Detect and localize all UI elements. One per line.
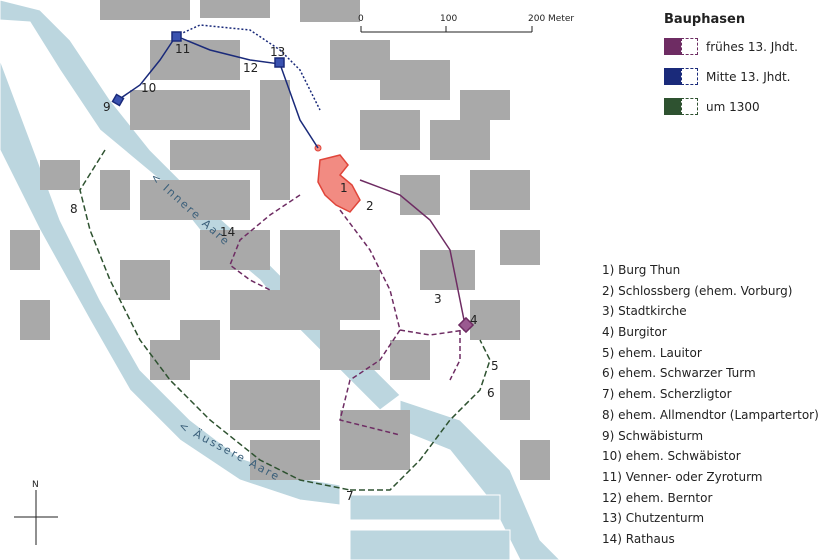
- walls-mid-13th-century: [111, 24, 321, 149]
- map-number-labels: 1 2 3 4 5 6 7 8 9 10 11 12 13 14: [70, 42, 499, 503]
- legend-label-early-13th: frühes 13. Jhdt.: [706, 39, 798, 54]
- walls-around-1300: [79, 149, 491, 491]
- site-list-item: 3) Stadtkirche: [602, 304, 687, 319]
- map-label-12: 12: [243, 61, 258, 75]
- map-label-13: 13: [270, 45, 285, 59]
- aare-lower-reach: [349, 529, 511, 560]
- site-list-item: 4) Burgitor: [602, 325, 667, 340]
- map-label-5: 5: [491, 359, 499, 373]
- burg-thun-castle: [314, 144, 361, 213]
- site-list: 1) Burg Thun 2) Schlossberg (ehem. Vorbu…: [602, 260, 838, 550]
- scale-tick-0: 0: [358, 14, 364, 24]
- map-label-9: 9: [103, 100, 111, 114]
- aare-south-basin: [349, 494, 501, 521]
- map-label-7: 7: [346, 489, 354, 503]
- map-label-2: 2: [366, 199, 374, 213]
- map-label-4: 4: [470, 313, 478, 327]
- legend-swatch-early-13th: [664, 38, 698, 55]
- site-list-item: 8) ehem. Allmendtor (Lampartertor): [602, 407, 819, 422]
- map-label-3: 3: [434, 292, 442, 306]
- legend-swatch-mid-13th: [664, 68, 698, 85]
- map-label-6: 6: [487, 386, 495, 400]
- site-list-item: 6) ehem. Schwarzer Turm: [602, 366, 756, 381]
- legend-swatch-1300: [664, 98, 698, 115]
- site-list-item: 14) Rathaus: [602, 531, 675, 546]
- legend: Bauphasen frühes 13. Jhdt. Mitte 13. Jhd…: [664, 12, 834, 127]
- site-list-item: 2) Schlossberg (ehem. Vorburg): [602, 283, 793, 298]
- scale-bar: 0 100 200 Meter: [358, 14, 574, 33]
- north-label: N: [32, 480, 39, 490]
- outer-aare-river: [0, 59, 341, 506]
- legend-label-1300: um 1300: [706, 99, 760, 114]
- map-label-1: 1: [340, 181, 348, 195]
- scale-tick-100: 100: [440, 14, 457, 24]
- site-list-item: 1) Burg Thun: [602, 263, 681, 277]
- legend-item-1300: um 1300: [664, 97, 834, 116]
- buildings: [10, 0, 550, 480]
- legend-title: Bauphasen: [664, 12, 746, 27]
- site-list-item: 12) ehem. Berntor: [602, 490, 713, 505]
- scale-tick-200: 200 Meter: [528, 14, 574, 24]
- site-list-item: 11) Venner- oder Zyroturm: [602, 469, 763, 484]
- site-list-item: 13) Chutzenturm: [602, 511, 705, 526]
- legend-label-mid-13th: Mitte 13. Jhdt.: [706, 69, 791, 84]
- site-list-item: 9) Schwäbisturm: [602, 428, 704, 443]
- walls-early-13th-century: [229, 179, 475, 436]
- legend-item-early-13th: frühes 13. Jhdt.: [664, 37, 834, 56]
- site-list-item: 10) ehem. Schwäbistor: [602, 449, 741, 464]
- site-list-item: 7) ehem. Scherzligtor: [602, 387, 732, 402]
- map-label-14: 14: [220, 225, 235, 239]
- north-arrow: N: [14, 480, 58, 545]
- map-label-10: 10: [141, 81, 156, 95]
- legend-item-mid-13th: Mitte 13. Jhdt.: [664, 67, 834, 86]
- map-label-8: 8: [70, 202, 78, 216]
- map-label-11: 11: [175, 42, 190, 56]
- site-list-item: 5) ehem. Lauitor: [602, 345, 702, 360]
- aare-south-channel: [399, 399, 561, 560]
